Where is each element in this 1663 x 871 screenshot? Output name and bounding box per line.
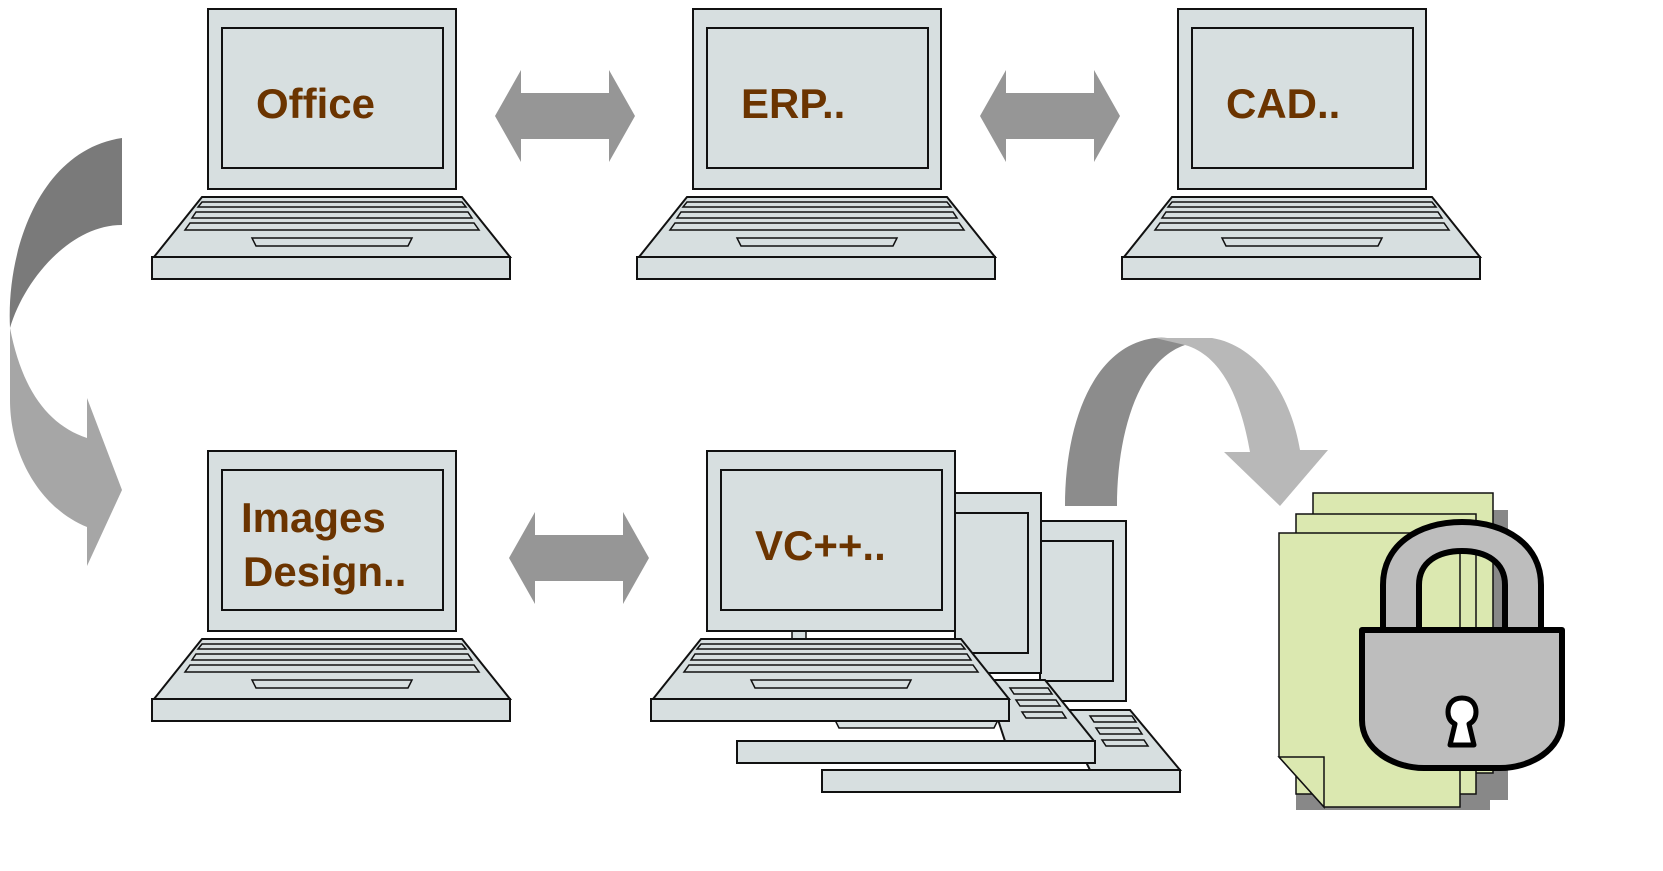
double-arrow-erp-cad [980,70,1120,162]
laptop-vc [650,450,1010,722]
curved-arrow-icon [1065,337,1328,506]
erp-label: ERP.. [741,80,845,127]
double-arrow-office-erp [495,70,635,162]
laptop-icon [1121,8,1481,280]
double-arrow-images-vc [509,512,649,604]
laptop-cad [1121,8,1481,280]
double-arrow-icon [509,512,649,604]
images-label-line1: Images [241,494,386,541]
images-label-line2: Design.. [243,548,406,595]
double-arrow-icon [495,70,635,162]
cad-label: CAD.. [1226,80,1340,127]
double-arrow-icon [980,70,1120,162]
padlock-icon [1359,519,1565,771]
curved-arrow-icon [9,138,122,566]
laptop-erp [636,8,996,280]
laptop-office [151,8,511,280]
laptop-icon [650,450,1010,722]
laptop-icon [151,8,511,280]
stacked-computers [736,492,1183,793]
laptop-icon [636,8,996,280]
vc-label: VC++.. [755,522,886,569]
office-label: Office [256,80,375,127]
